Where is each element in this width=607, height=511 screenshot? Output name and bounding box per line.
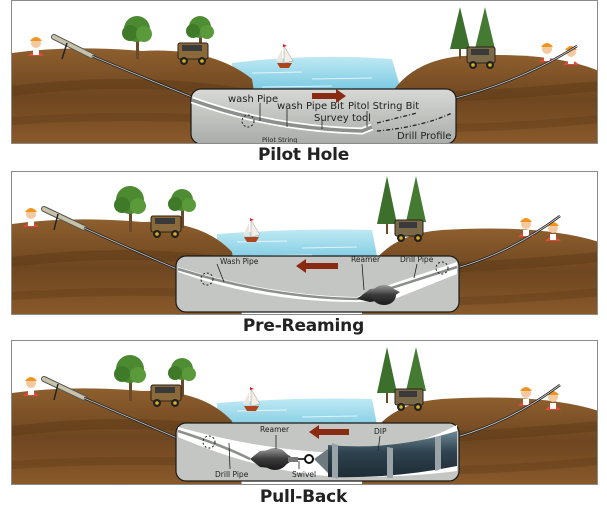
label-drill-pipe: Drill Pipe [400, 255, 434, 264]
truck-icon [150, 384, 182, 407]
pre-reaming-inset: Wash Pipe Reamer Drill Pipe [175, 255, 460, 313]
pull-back-inset: Reamer DIP Drill Pipe Swivel [175, 422, 460, 482]
drill-rig-icon [51, 34, 95, 60]
worker-icon [545, 222, 561, 241]
worker-icon [518, 387, 534, 406]
truck-icon [394, 219, 424, 242]
pilot-hole-inset: wash Pipe wash Pipe Bit Pitol String Bit… [190, 88, 457, 144]
tree-icon [168, 358, 196, 397]
worker-icon [23, 208, 39, 227]
panel-pre-reaming: Wash Pipe Reamer Drill Pipe [11, 171, 598, 315]
tree-icon [122, 16, 152, 59]
label-drill-pipe: Drill Pipe [215, 470, 249, 479]
sailboat-icon [243, 218, 261, 242]
dip-pipe-icon [314, 431, 457, 479]
caption-pull-back: Pull-Back [259, 487, 348, 507]
label-pitol-string-bit: Pitol String Bit [348, 101, 419, 112]
label-wash-pipe-bit: wash Pipe Bit [277, 101, 344, 112]
sailboat-icon [276, 44, 294, 68]
tree-icon [114, 355, 146, 401]
worker-icon [23, 377, 39, 396]
reamer-icon [250, 448, 298, 470]
sailboat-icon [243, 387, 261, 411]
panel-pilot-hole: wash Pipe wash Pipe Bit Pitol String Bit… [11, 0, 598, 144]
label-wash-pipe: wash Pipe [228, 94, 278, 105]
pine-tree-icon [450, 7, 470, 59]
label-survey-tool: Survey tool [314, 113, 371, 124]
truck-icon [394, 388, 424, 411]
pine-tree-icon [377, 176, 397, 234]
pilot-hole-illustration: wash Pipe wash Pipe Bit Pitol String Bit… [12, 7, 597, 144]
label-reamer: Reamer [351, 255, 381, 264]
reamer-icon [357, 285, 400, 305]
truck-icon [466, 46, 496, 69]
tree-icon [114, 186, 146, 232]
label-reamer: Reamer [260, 425, 290, 434]
panel-pull-back: Reamer DIP Drill Pipe Swivel [11, 340, 598, 485]
tree-icon [168, 189, 196, 228]
direction-arrow-left-icon [296, 259, 338, 273]
label-drill-profile: Drill Profile [397, 131, 451, 142]
swivel-icon [298, 454, 314, 464]
pre-reaming-illustration: Wash Pipe Reamer Drill Pipe [12, 176, 597, 314]
label-wash-pipe: Wash Pipe [220, 257, 259, 266]
label-swivel: Swivel [292, 470, 316, 479]
label-dip: DIP [374, 427, 387, 436]
direction-arrow-right-icon [312, 89, 346, 103]
caption-pre-reaming: Pre-Reaming [242, 316, 365, 336]
drill-rig-icon [41, 206, 87, 231]
caption-pilot-hole: Pilot Hole [257, 145, 350, 165]
worker-icon [545, 391, 561, 410]
worker-icon [28, 37, 44, 56]
drill-rig-icon [41, 376, 87, 401]
direction-arrow-left-icon [309, 425, 349, 439]
truck-icon [177, 42, 209, 65]
truck-icon [150, 215, 182, 238]
label-pilot-string: Pilot String [262, 136, 297, 144]
pine-tree-icon [377, 347, 397, 403]
pull-back-illustration: Reamer DIP Drill Pipe Swivel [12, 347, 597, 484]
